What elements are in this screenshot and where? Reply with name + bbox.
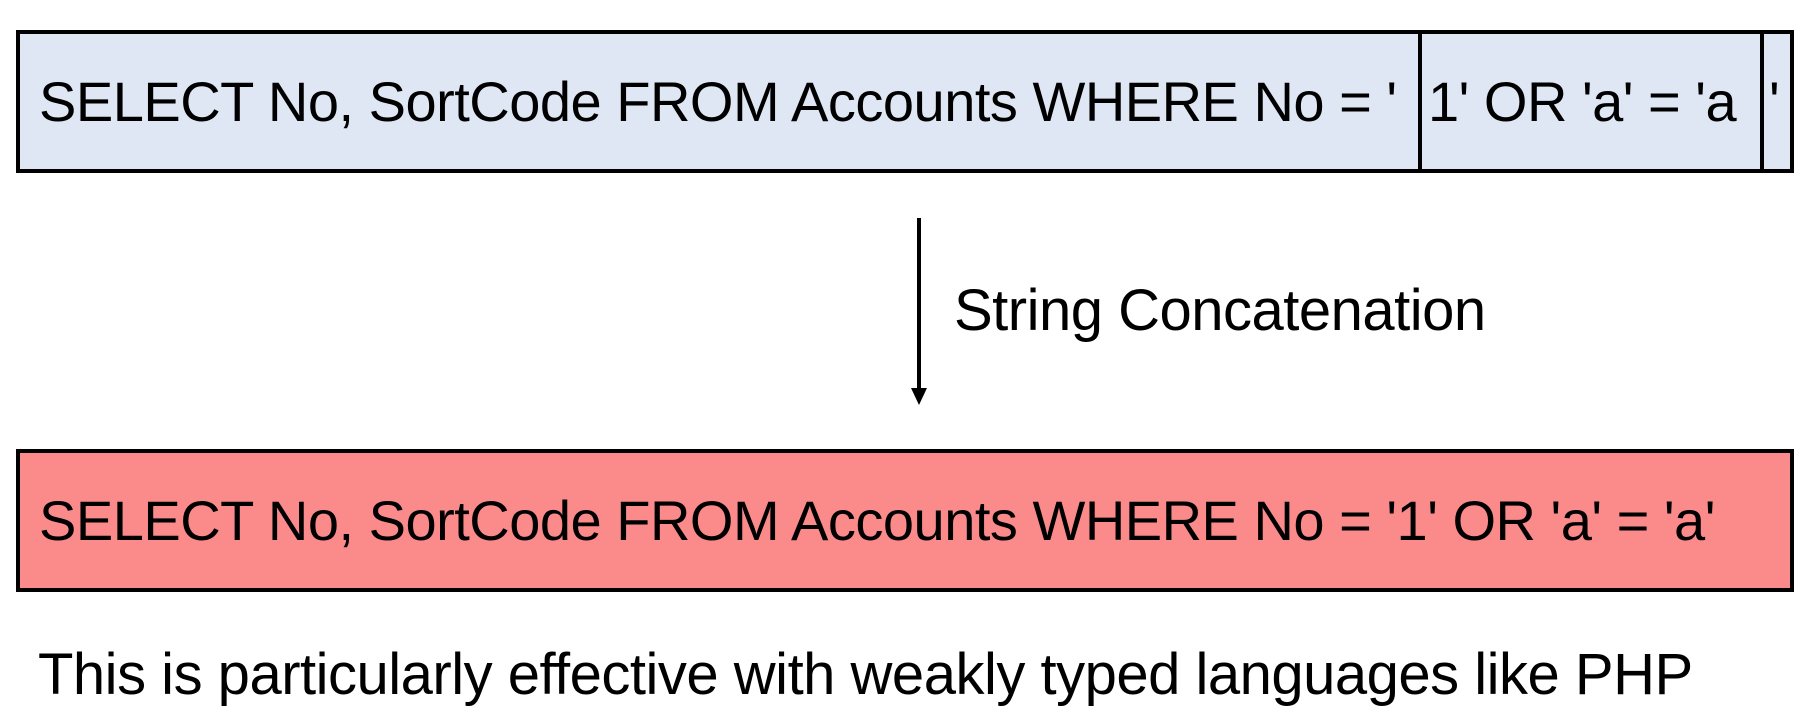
template-query-box: SELECT No, SortCode FROM Accounts WHERE …: [16, 30, 1794, 173]
arrow-head: [911, 388, 927, 405]
query-suffix-segment: ': [1769, 70, 1780, 133]
result-query-text: SELECT No, SortCode FROM Accounts WHERE …: [39, 489, 1715, 552]
caption: This is particularly effective with weak…: [38, 642, 1693, 707]
result-query-box: SELECT No, SortCode FROM Accounts WHERE …: [16, 449, 1794, 592]
query-prefix-segment: SELECT No, SortCode FROM Accounts WHERE …: [20, 34, 1422, 169]
injected-input-segment: 1' OR 'a' = 'a: [1422, 34, 1764, 169]
arrow-label: String Concatenation: [954, 278, 1486, 343]
